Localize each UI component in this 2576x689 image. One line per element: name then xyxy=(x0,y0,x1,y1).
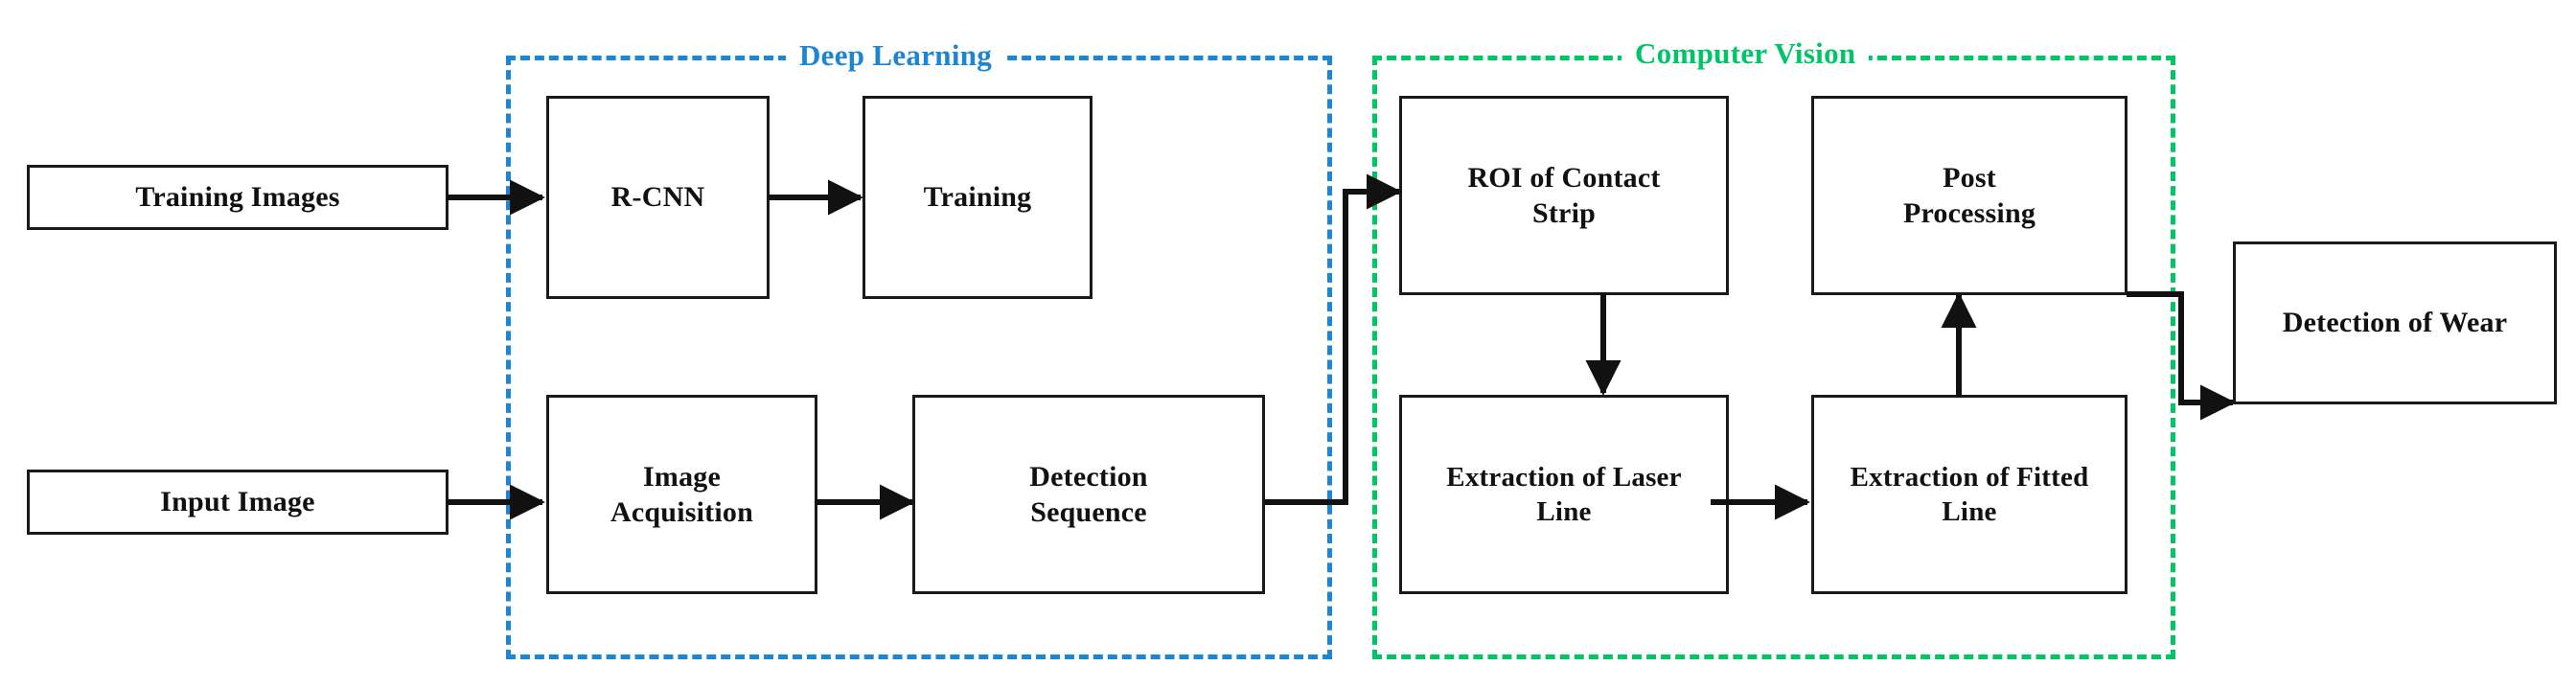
node-label-input-image: Input Image xyxy=(160,486,315,518)
node-label-detection-of-wear: Detection of Wear xyxy=(2282,307,2508,339)
group-label-deep-learning: Deep Learning xyxy=(786,38,1006,73)
group-label-computer-vision: Computer Vision xyxy=(1622,36,1870,71)
node-input-image[interactable]: Input Image xyxy=(27,470,448,535)
node-detection-of-wear[interactable]: Detection of Wear xyxy=(2233,241,2557,404)
node-label-training: Training xyxy=(923,181,1032,214)
node-training[interactable]: Training xyxy=(862,96,1092,299)
node-r-cnn[interactable]: R-CNN xyxy=(546,96,770,299)
node-label-r-cnn: R-CNN xyxy=(610,181,705,214)
node-label-training-images: Training Images xyxy=(135,181,340,214)
node-training-images[interactable]: Training Images xyxy=(27,165,448,230)
